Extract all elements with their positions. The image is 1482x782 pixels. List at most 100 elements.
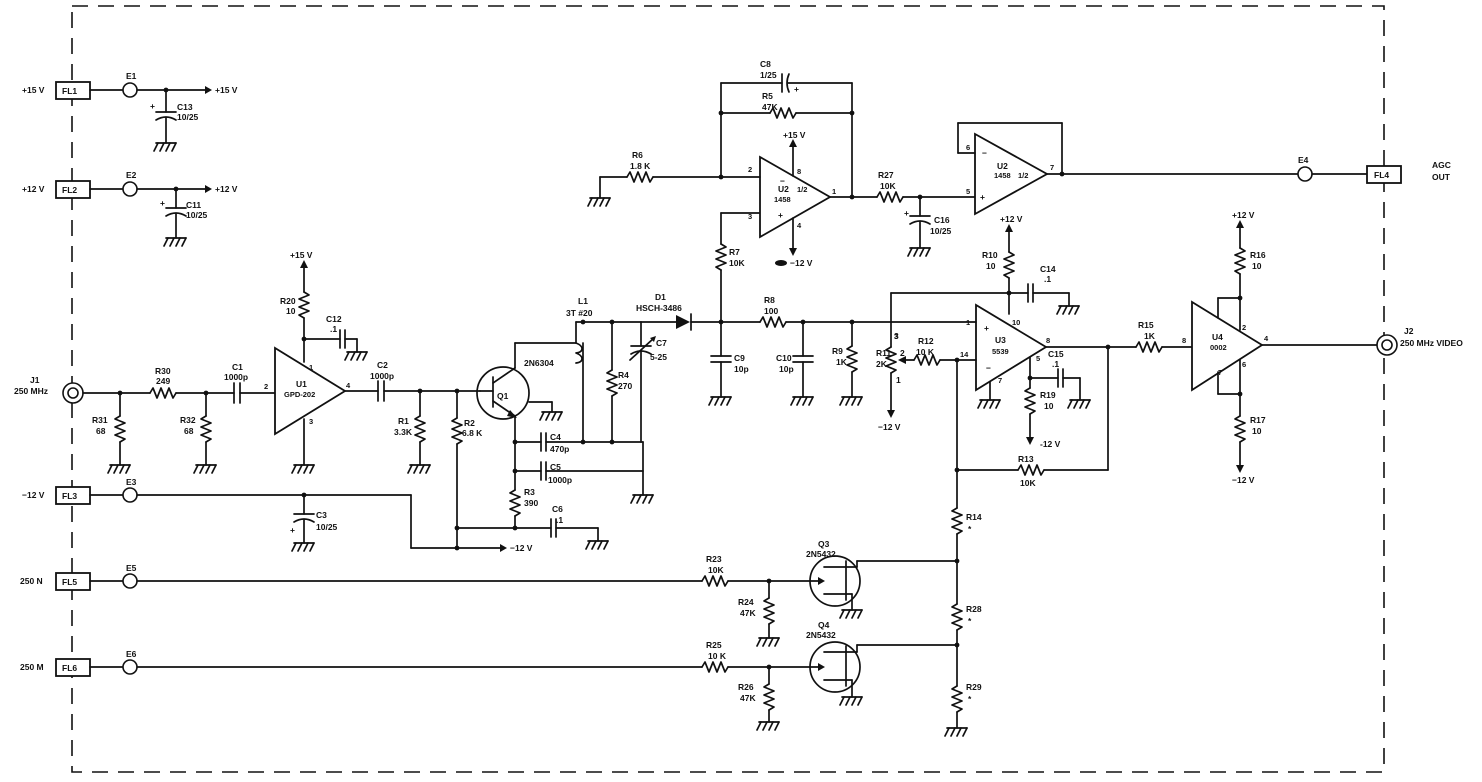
fl5-label: FL5 [62, 577, 77, 587]
r15-value: 1K [1144, 331, 1156, 341]
fl4-box [1366, 165, 1402, 184]
e1-label: E1 [126, 71, 137, 81]
svg-text:+: + [150, 101, 155, 111]
r4-value: 270 [618, 381, 632, 391]
fl1-label: FL1 [62, 86, 77, 96]
p15-label-2: +15 V [290, 250, 313, 260]
c16-label: C16 [934, 215, 950, 225]
u4-name: U4 [1212, 332, 1223, 342]
e4-terminal [1297, 166, 1313, 182]
c10-label: C10 [776, 353, 792, 363]
svg-text:+: + [984, 323, 989, 333]
agc-out-label: OUT [1432, 172, 1451, 182]
c8-value: 1/25 [760, 70, 777, 80]
u2b-half: 1/2 [1018, 171, 1028, 180]
r8-label: R8 [764, 295, 775, 305]
r2-value: 6.8 K [462, 428, 483, 438]
r28-value: * [968, 616, 972, 626]
d1-diode [676, 315, 690, 329]
u1-part: GPD-202 [284, 390, 315, 399]
svg-text:7: 7 [998, 376, 1002, 385]
u2b-part: 1458 [994, 171, 1011, 180]
r13-label: R13 [1018, 454, 1034, 464]
svg-text:10: 10 [1012, 318, 1020, 327]
svg-text:−: − [986, 363, 991, 373]
r11-label: R11 [876, 348, 891, 358]
c9-value: 10p [734, 364, 749, 374]
fl3-supply-label: −12 V [22, 490, 45, 500]
r24-label: R24 [738, 597, 754, 607]
e3-label: E3 [126, 477, 137, 487]
p15-label-1: +15 V [215, 85, 238, 95]
fl1-supply-label: +15 V [22, 85, 45, 95]
q3-part: 2N5432 [806, 549, 836, 559]
u3-part: 5539 [992, 347, 1009, 356]
r13-value: 10K [1020, 478, 1036, 488]
fl2-label: FL2 [62, 185, 77, 195]
u2b-name: U2 [997, 161, 1008, 171]
e6-terminal [122, 659, 138, 675]
r14-value: * [968, 524, 972, 534]
r6-label: R6 [632, 150, 643, 160]
u2a-name: U2 [778, 184, 789, 194]
r31-label: R31 [92, 415, 108, 425]
svg-text:3: 3 [894, 332, 898, 341]
r30-label: R30 [155, 366, 171, 376]
l1-value: 3T #20 [566, 308, 593, 318]
r25-label: R25 [706, 640, 722, 650]
fl3-label: FL3 [62, 491, 77, 501]
r1-value: 3.3K [394, 427, 413, 437]
svg-text:+: + [290, 525, 295, 535]
r32-label: R32 [180, 415, 196, 425]
c1-label: C1 [232, 362, 243, 372]
c16-value: 10/25 [930, 226, 952, 236]
r9-label: R9 [832, 346, 843, 356]
u2b-group: − + U2 1/2 1458 6 5 7 E4 FL4 AGC OUT [957, 122, 1451, 216]
c2-value: 1000p [370, 371, 394, 381]
e6-label: E6 [126, 649, 137, 659]
u1-group: U1 GPD-202 2 4 1 3 R20 10 +15 V C12 .1 C… [264, 250, 483, 551]
u2b-amp [974, 132, 1049, 216]
c1-value: 1000p [224, 372, 248, 382]
svg-text:6: 6 [966, 143, 970, 152]
r20-label: R20 [280, 296, 296, 306]
r23-value: 10K [708, 565, 724, 575]
r24-value: 47K [740, 608, 756, 618]
r3-value: 390 [524, 498, 538, 508]
r19-value: 10 [1044, 401, 1054, 411]
p12-label-1: +12 V [215, 184, 238, 194]
c8-label: C8 [760, 59, 771, 69]
svg-text:+: + [904, 208, 909, 218]
svg-text:3: 3 [748, 212, 752, 221]
q1-name: Q1 [497, 391, 509, 401]
q1-transistor [476, 366, 530, 420]
c4-label: C4 [550, 432, 561, 442]
p15-label-3: +15 V [783, 130, 806, 140]
c9-label: C9 [734, 353, 745, 363]
e1-terminal [122, 82, 138, 98]
e5-terminal [122, 573, 138, 589]
c5-label: C5 [550, 462, 561, 472]
r10-label: R10 [982, 250, 998, 260]
fl2-supply-label: +12 V [22, 184, 45, 194]
svg-text:4: 4 [1264, 334, 1269, 343]
r10-value: 10 [986, 261, 996, 271]
c9-group: C9 10p R7 10K [708, 212, 761, 406]
m12-label-5: −12 V [1232, 475, 1255, 485]
svg-text:8: 8 [1182, 336, 1186, 345]
u1-amp [274, 346, 347, 436]
svg-text:4: 4 [346, 381, 351, 390]
svg-text:2: 2 [748, 165, 752, 174]
r23-label: R23 [706, 554, 722, 564]
m12-label-2: −12 V [878, 422, 901, 432]
r14-label: R14 [966, 512, 982, 522]
c14-label: C14 [1040, 264, 1056, 274]
fl6-supply-label: 250 M [20, 662, 44, 672]
board-outline [71, 5, 1385, 773]
svg-text:2: 2 [1242, 323, 1246, 332]
svg-text:−: − [982, 148, 987, 158]
r19-label: R19 [1040, 390, 1056, 400]
svg-text:14: 14 [960, 350, 969, 359]
e2-terminal [122, 181, 138, 197]
